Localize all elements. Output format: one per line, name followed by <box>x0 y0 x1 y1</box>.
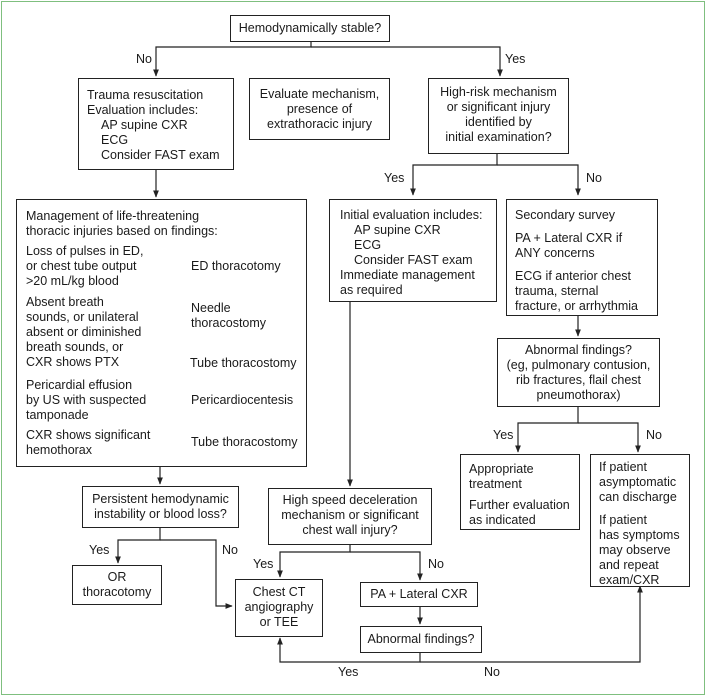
yes-label-abnormal: Yes <box>493 428 514 442</box>
initial-eval-item: AP supine CXR <box>354 223 441 237</box>
chest-ct-box: Chest CT angiography or TEE <box>235 579 323 637</box>
action-ed-thoracotomy: ED thoracotomy <box>191 259 281 273</box>
no-label-top: No <box>136 52 152 66</box>
finding-hemothorax: CXR shows significant hemothorax <box>26 428 151 457</box>
appropriate-p1: Appropriate treatment <box>469 462 534 491</box>
trauma-eval: Evaluation includes: <box>87 103 199 117</box>
trauma-item: AP supine CXR <box>101 118 188 132</box>
appropriate-treatment-box: Appropriate treatment Further evaluation… <box>460 454 580 530</box>
management-title: Management of life-threatening thoracic … <box>26 209 218 238</box>
no-label-abnormal-2: No <box>484 665 500 679</box>
no-label-abnormal: No <box>646 428 662 442</box>
yes-label-highrisk: Yes <box>384 171 405 185</box>
no-label-highspeed: No <box>428 557 444 571</box>
abnormal-findings-box-2: Abnormal findings? <box>360 626 482 653</box>
yes-label-top: Yes <box>505 52 526 66</box>
secondary-title: Secondary survey <box>515 208 616 222</box>
no-label-highrisk: No <box>586 171 602 185</box>
action-tube-thoracostomy: Tube thoracostomy <box>190 356 297 370</box>
yes-label-abnormal-2: Yes <box>338 665 359 679</box>
secondary-p2: ECG if anterior chest trauma, sternal fr… <box>515 269 638 313</box>
high-speed-deceleration-box: High speed deceleration mechanism or sig… <box>268 488 432 545</box>
action-pericardiocentesis: Pericardiocentesis <box>191 393 294 407</box>
initial-eval-tail: Immediate management as required <box>340 268 475 297</box>
appropriate-p2: Further evaluation as indicated <box>469 498 570 527</box>
evaluate-mechanism-box: Evaluate mechanism, presence of extratho… <box>249 78 390 140</box>
asymptomatic-p1: If patient asymptomatic can discharge <box>599 460 677 504</box>
trauma-title: Trauma resuscitation <box>87 88 204 102</box>
action-needle-thoracostomy: Needle thoracostomy <box>191 301 267 330</box>
patient-asymptomatic-box: If patient asymptomatic can discharge If… <box>590 454 690 587</box>
pa-lateral-cxr-box: PA + Lateral CXR <box>360 582 478 607</box>
asymptomatic-p2: If patient has symptoms may observe and … <box>599 513 680 587</box>
trauma-resuscitation-box: Trauma resuscitation Evaluation includes… <box>78 78 234 170</box>
yes-label-persistent: Yes <box>89 543 110 557</box>
secondary-p1: PA + Lateral CXR if ANY concerns <box>515 231 623 260</box>
initial-eval-item: ECG <box>354 238 382 252</box>
initial-evaluation-box: Initial evaluation includes: AP supine C… <box>329 199 497 302</box>
high-risk-mechanism-box: High-risk mechanism or significant injur… <box>428 78 569 154</box>
yes-label-highspeed: Yes <box>253 557 274 571</box>
or-thoracotomy-box: OR thoracotomy <box>72 565 162 605</box>
persistent-instability-box: Persistent hemodynamic instability or bl… <box>82 486 239 528</box>
action-tube-thoracostomy-2: Tube thoracostomy <box>191 435 298 449</box>
finding-absent-breath-sounds: Absent breath sounds, or unilateral abse… <box>26 295 142 369</box>
abnormal-findings-box: Abnormal findings? (eg, pulmonary contus… <box>497 338 660 407</box>
initial-eval-title: Initial evaluation includes: <box>340 208 483 222</box>
finding-loss-of-pulses: Loss of pulses in ED, or chest tube outp… <box>26 244 144 288</box>
initial-eval-item: Consider FAST exam <box>354 253 473 267</box>
finding-pericardial-effusion: Pericardial effusion by US with suspecte… <box>26 378 147 422</box>
secondary-survey-box: Secondary survey PA + Lateral CXR if ANY… <box>506 199 658 316</box>
hemodynamically-stable-box: Hemodynamically stable? <box>230 15 390 42</box>
no-label-persistent: No <box>222 543 238 557</box>
trauma-item: ECG <box>101 133 129 147</box>
management-box <box>16 199 307 467</box>
trauma-item: Consider FAST exam <box>101 148 220 162</box>
